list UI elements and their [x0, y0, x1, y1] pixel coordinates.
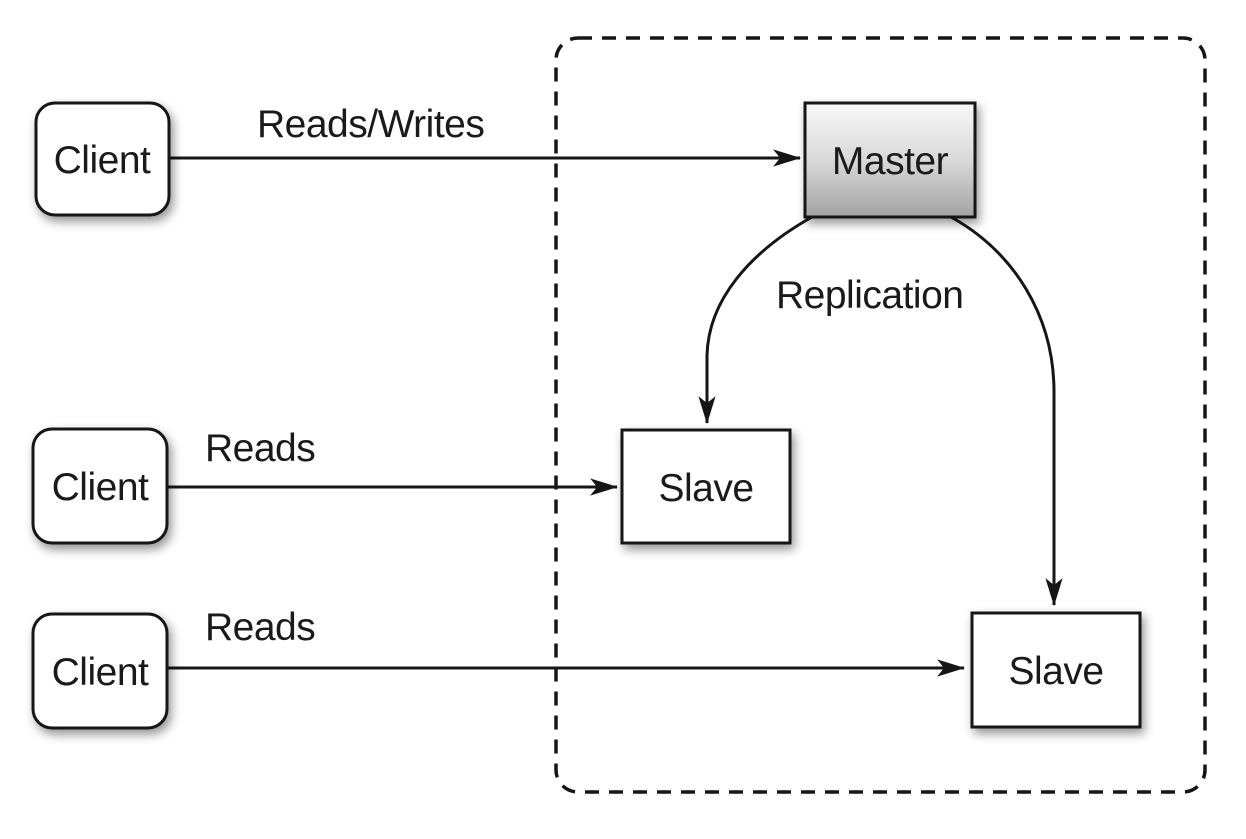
client-2-box — [31, 427, 169, 545]
edge-master-to-slave2 — [950, 215, 1063, 607]
slave-1-box — [620, 428, 792, 545]
edge-master-to-slave1 — [698, 215, 813, 425]
edge-label-reads-bottom: Reads — [205, 606, 315, 649]
node-client-3: Client — [31, 612, 169, 730]
client-3-label: Client — [52, 651, 149, 694]
node-slave-1: Slave — [620, 428, 792, 545]
node-client-2: Client — [31, 427, 169, 545]
node-slave-2: Slave — [970, 611, 1142, 729]
client-2-label: Client — [52, 466, 149, 509]
master-box — [803, 101, 977, 219]
edge-label-replication: Replication — [776, 274, 963, 317]
slave-2-box — [970, 611, 1142, 729]
slave-2-label: Slave — [1008, 650, 1103, 693]
cluster-boundary — [554, 36, 1207, 794]
client-1-box — [34, 101, 171, 217]
node-master: Master — [803, 101, 977, 219]
client-3-box — [31, 612, 169, 730]
slave-1-label: Slave — [658, 467, 753, 510]
client-1-label: Client — [54, 139, 151, 182]
edge-label-reads-mid: Reads — [205, 427, 315, 470]
node-client-1: Client — [34, 101, 171, 217]
edge-label-reads-writes: Reads/Writes — [257, 103, 484, 146]
master-label: Master — [832, 140, 949, 183]
